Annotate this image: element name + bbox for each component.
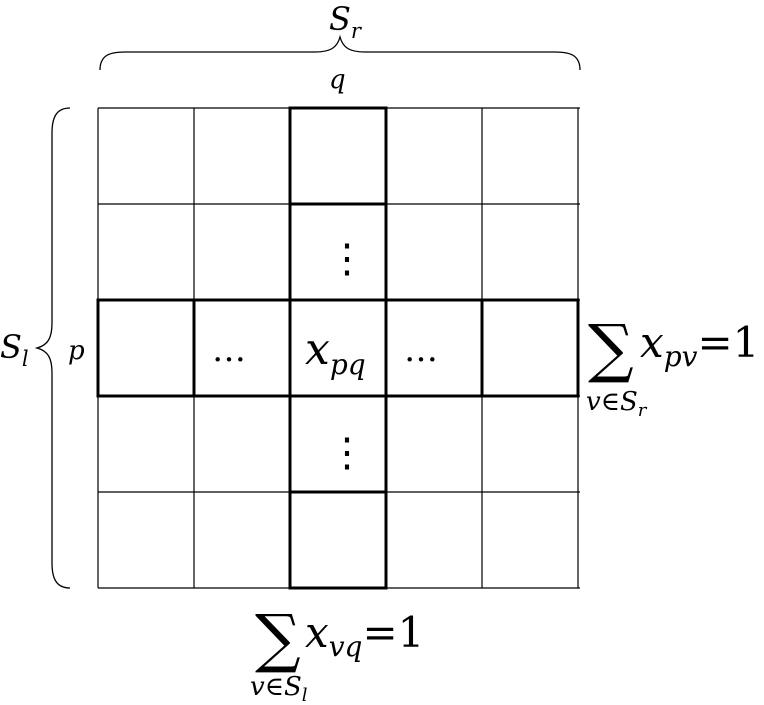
highlighted-column-q bbox=[288, 106, 388, 590]
row-sum-sigma: ∑ bbox=[588, 312, 634, 386]
col-sum-sigma: ∑ bbox=[255, 602, 301, 676]
row-ellipsis-right: … bbox=[404, 330, 438, 370]
left-brace-label: Sl bbox=[0, 328, 29, 371]
left-brace bbox=[34, 107, 71, 589]
top-brace-label: Sr bbox=[329, 0, 363, 43]
row-ellipsis-left: … bbox=[212, 330, 246, 370]
col-sum-index: v∈Sl bbox=[250, 672, 308, 705]
row-cell-1 bbox=[96, 298, 196, 398]
row-cell-5 bbox=[480, 298, 580, 398]
center-cell-label: xpq bbox=[305, 324, 366, 381]
col-cell-1 bbox=[288, 106, 388, 206]
col-ellipsis-bottom: ⋮ bbox=[327, 430, 367, 476]
row-sum-index: v∈Sr bbox=[586, 387, 648, 421]
col-ellipsis-top: ⋮ bbox=[327, 236, 367, 282]
row-sum-equation: ∑ xpv=1 v∈Sr bbox=[586, 312, 759, 421]
row-label-p: p bbox=[68, 336, 85, 366]
row-sum-term: xpv=1 bbox=[640, 318, 759, 373]
col-sum-term: xvq=1 bbox=[305, 608, 424, 663]
col-cell-5 bbox=[288, 490, 388, 590]
column-sum-equation: ∑ xvq=1 v∈Sl bbox=[250, 602, 424, 705]
top-brace bbox=[99, 34, 581, 71]
column-label-q: q bbox=[329, 65, 346, 95]
